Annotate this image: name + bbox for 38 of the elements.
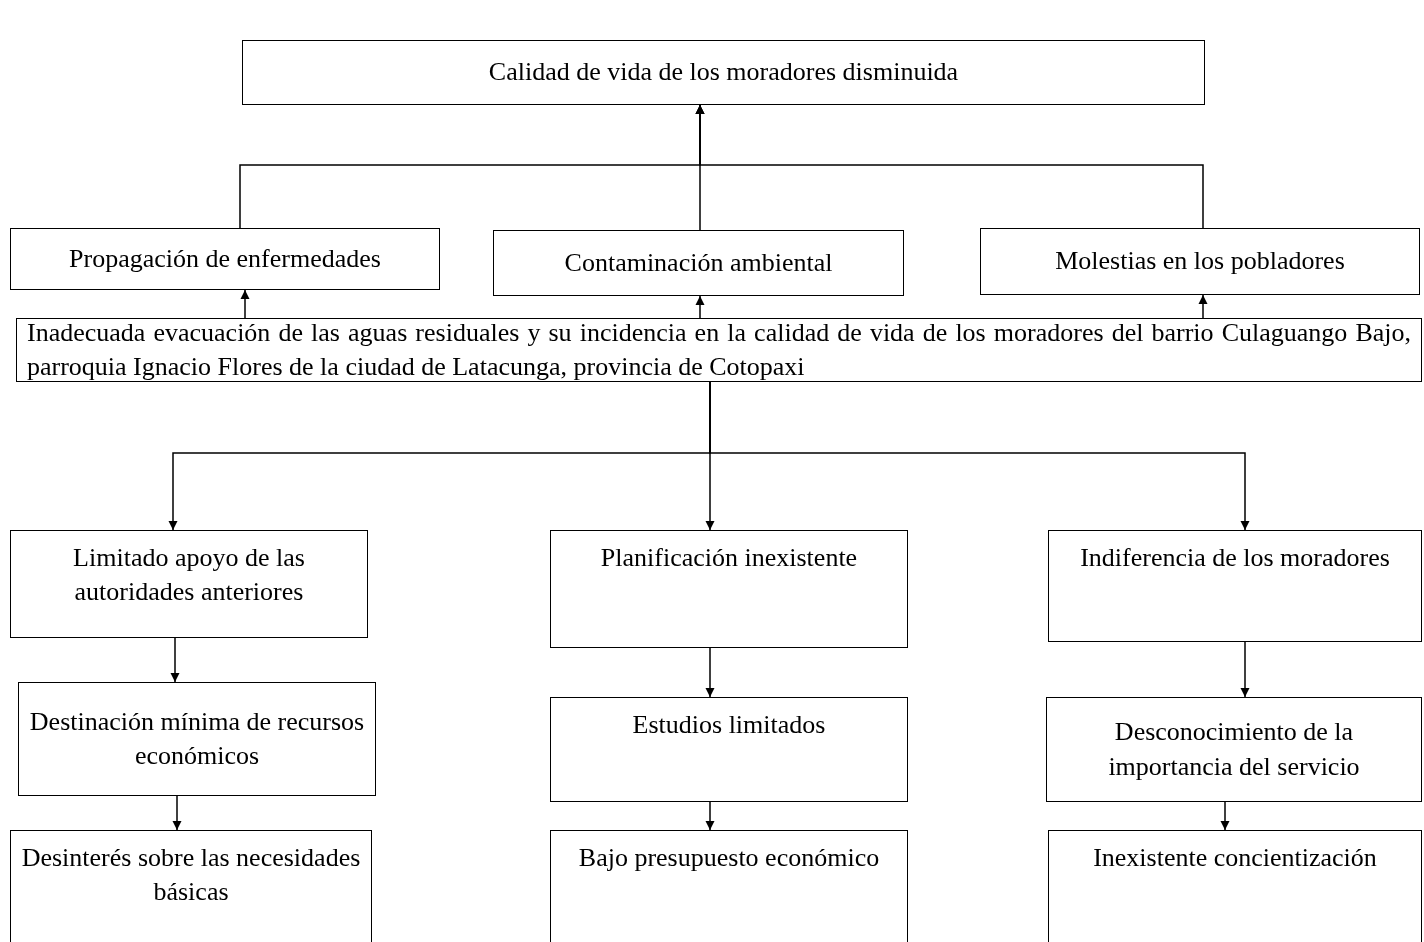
arrow [695, 104, 1204, 229]
arrow [172, 795, 182, 831]
box-text: Desconocimiento de la importancia del servicio [1107, 716, 1361, 783]
box-text: Propagación de enfermedades [68, 242, 382, 275]
arrow [240, 289, 250, 319]
box-text: Desinterés sobre las necesidades básicas [21, 842, 361, 909]
box-text: Inexistente concientización [1092, 842, 1378, 874]
text-box [10, 830, 372, 942]
box-text: Molestias en los pobladores [1054, 245, 1346, 278]
text-box [1048, 530, 1422, 642]
text-box [10, 530, 368, 638]
arrow [170, 637, 180, 683]
text-box [1048, 830, 1422, 942]
text-box [980, 228, 1420, 295]
text-box [242, 40, 1205, 105]
text-box [493, 230, 904, 296]
text-box [550, 530, 908, 648]
box-text: Bajo presupuesto económico [577, 842, 881, 874]
box-text: Planificación inexistente [599, 542, 859, 574]
arrow [1240, 641, 1250, 698]
text-box [10, 228, 440, 290]
arrow [695, 295, 705, 319]
text-box [550, 830, 908, 942]
text-box [1046, 697, 1422, 802]
text-box [550, 697, 908, 802]
text-box [18, 682, 376, 796]
box-text: Indiferencia de los moradores [1079, 542, 1391, 574]
box-text: Limitado apoyo de las autoridades anteriores [72, 542, 306, 609]
box-text: Calidad de vida de los moradores disminuida [487, 56, 960, 89]
arrow [709, 381, 1250, 531]
arrow [1220, 801, 1230, 831]
box-text: Contaminación ambiental [563, 246, 834, 279]
box-text: Estudios limitados [631, 709, 827, 741]
arrow [1198, 294, 1208, 319]
box-text: Destinación mínima de recursos económicos [29, 705, 365, 772]
arrow [705, 647, 715, 698]
box-text: Inadecuada evacuación de las aguas residuales y su incidencia en la calidad de vida de los moradores del barrio Culaguango Bajo, parroquia Ignacio Flores de la ciudad de Latacunga, provincia de Cotopaxi [27, 316, 1411, 383]
arrow [705, 801, 715, 831]
